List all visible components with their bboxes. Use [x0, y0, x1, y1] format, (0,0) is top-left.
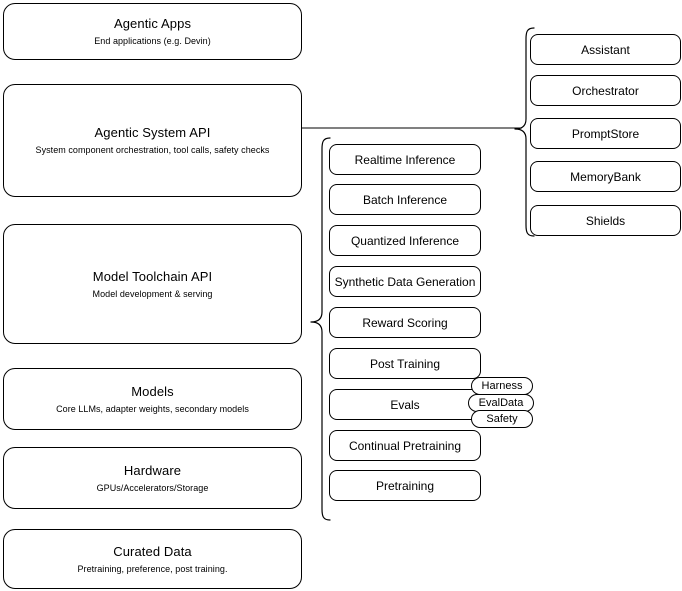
pill-label: Harness [481, 380, 523, 392]
layer-title: Agentic Apps [113, 16, 192, 31]
capability-box-quantized-inference[interactable]: Quantized Inference [329, 225, 481, 256]
layer-box-curated-data[interactable]: Curated Data Pretraining, preference, po… [3, 529, 302, 589]
layer-box-model-toolchain-api[interactable]: Model Toolchain API Model development & … [3, 224, 302, 344]
component-label: MemoryBank [570, 169, 641, 184]
capability-label: Evals [390, 397, 420, 412]
capability-box-batch-inference[interactable]: Batch Inference [329, 184, 481, 215]
capability-label: Synthetic Data Generation [334, 274, 476, 289]
capability-label: Realtime Inference [354, 152, 456, 167]
component-box-memorybank[interactable]: MemoryBank [530, 161, 681, 192]
connector-agentic-system-to-components [302, 118, 522, 138]
layer-subtitle: GPUs/Accelerators/Storage [96, 482, 209, 493]
capability-label: Batch Inference [362, 192, 448, 207]
evals-subcomponent-harness[interactable]: Harness [471, 377, 533, 395]
layer-subtitle: Pretraining, preference, post training. [77, 563, 228, 574]
layer-box-models[interactable]: Models Core LLMs, adapter weights, secon… [3, 368, 302, 430]
component-box-shields[interactable]: Shields [530, 205, 681, 236]
capability-box-post-training[interactable]: Post Training [329, 348, 481, 379]
layer-title: Hardware [123, 462, 182, 478]
capability-label: Quantized Inference [350, 233, 460, 248]
capability-box-continual-pretraining[interactable]: Continual Pretraining [329, 430, 481, 461]
component-label: Shields [585, 213, 626, 228]
pill-label: Safety [486, 413, 518, 425]
capability-label: Continual Pretraining [348, 438, 462, 453]
layer-box-hardware[interactable]: Hardware GPUs/Accelerators/Storage [3, 447, 302, 509]
capability-label: Pretraining [375, 478, 435, 493]
component-box-promptstore[interactable]: PromptStore [530, 118, 681, 149]
capability-label: Reward Scoring [362, 315, 448, 330]
layer-subtitle: Core LLMs, adapter weights, secondary mo… [56, 403, 249, 414]
layer-subtitle: End applications (e.g. Devin) [94, 36, 211, 46]
pill-label: EvalData [478, 397, 524, 409]
capability-label: Post Training [369, 356, 441, 371]
component-box-orchestrator[interactable]: Orchestrator [530, 75, 681, 106]
layer-box-agentic-system-api[interactable]: Agentic System API System component orch… [3, 84, 302, 197]
component-label: PromptStore [571, 126, 640, 141]
capability-box-realtime-inference[interactable]: Realtime Inference [329, 144, 481, 175]
component-box-assistant[interactable]: Assistant [530, 34, 681, 65]
layer-title: Models [131, 383, 174, 399]
layer-title: Curated Data [113, 543, 192, 559]
capability-box-reward-scoring[interactable]: Reward Scoring [329, 307, 481, 338]
layer-box-agentic-apps[interactable]: Agentic Apps End applications (e.g. Devi… [3, 3, 302, 60]
evals-subcomponent-safety[interactable]: Safety [471, 410, 533, 428]
layer-title: Agentic System API [94, 125, 211, 140]
capability-box-evals[interactable]: Evals [329, 389, 481, 420]
capability-box-pretraining[interactable]: Pretraining [329, 470, 481, 501]
layer-title: Model Toolchain API [92, 268, 213, 284]
component-label: Orchestrator [572, 83, 639, 98]
capability-box-synthetic-data-generation[interactable]: Synthetic Data Generation [329, 266, 481, 297]
layer-subtitle: System component orchestration, tool cal… [35, 145, 270, 155]
evals-subcomponent-evaldata[interactable]: EvalData [468, 394, 534, 412]
component-label: Assistant [581, 42, 630, 57]
layer-subtitle: Model development & serving [92, 288, 213, 299]
